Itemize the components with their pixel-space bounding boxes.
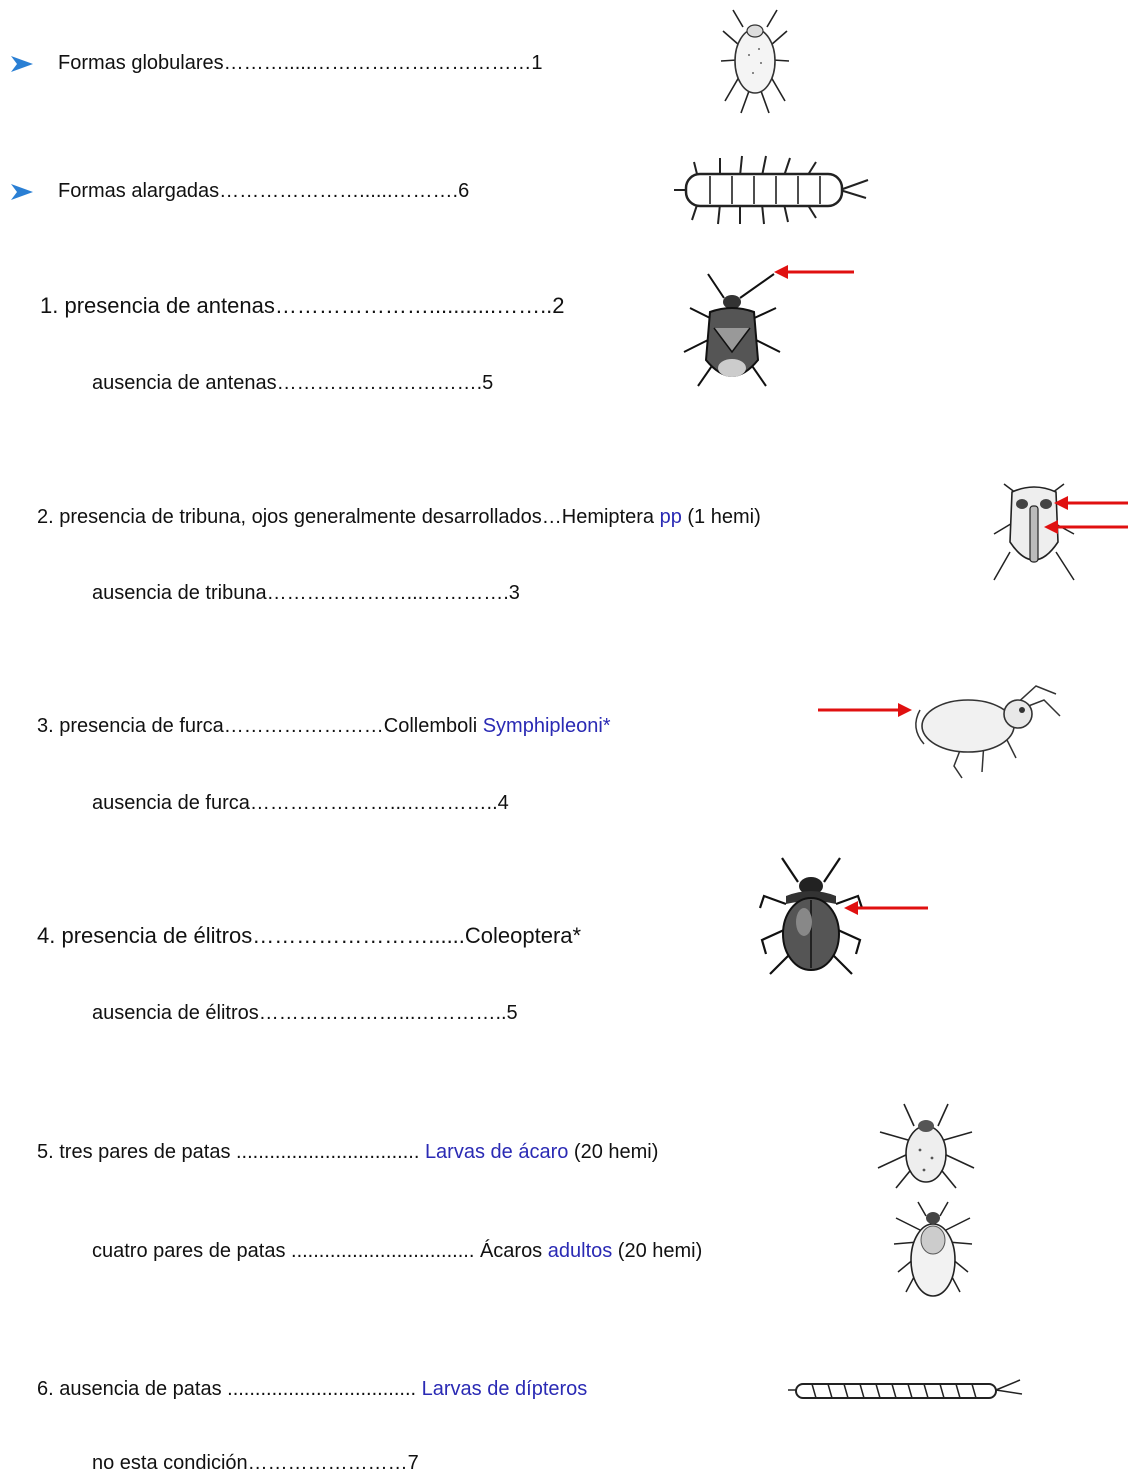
mite-larva-icon	[874, 1100, 978, 1192]
key-line-2a: 2. presencia de tribuna, ojos generalmen…	[37, 505, 761, 529]
beetle-icon	[756, 856, 866, 980]
key-line-6b: no esta condición……………………7	[92, 1451, 419, 1475]
key-line-4a: 4. presencia de élitros……………………......Col…	[37, 924, 581, 948]
diptera-larva-icon	[786, 1376, 1026, 1406]
bullet-arrow-icon	[10, 183, 34, 201]
red-arrow-icon	[1052, 494, 1128, 512]
red-arrow-icon	[816, 700, 914, 720]
key-line-1a: 1. presencia de antenas…………………..........…	[40, 294, 565, 318]
key-line-globular: Formas globulares……….....……………………………1	[58, 51, 543, 75]
red-arrow-icon	[772, 262, 856, 282]
key-line-5a: 5. tres pares de patas .................…	[37, 1140, 658, 1164]
bug-icon	[678, 268, 788, 394]
key-line-3b: ausencia de furca…………………...…………..4	[92, 791, 509, 815]
collembola-icon	[904, 680, 1064, 780]
mite-icon	[715, 5, 795, 115]
springtail-elongated-icon	[668, 150, 873, 228]
key-line-1b: ausencia de antenas………………………….5	[92, 371, 493, 395]
key-line-4b: ausencia de élitros…………………...…………..5	[92, 1001, 518, 1025]
key-line-2b: ausencia de tribuna…………………...………….3	[92, 581, 520, 605]
bullet-arrow-icon	[10, 55, 34, 73]
red-arrow-icon	[1042, 518, 1128, 536]
key-line-6a: 6. ausencia de patas ...................…	[37, 1377, 587, 1401]
key-line-3a: 3. presencia de furca……………………Collemboli …	[37, 714, 611, 738]
key-line-5b: cuatro pares de patas ..................…	[92, 1239, 702, 1263]
key-line-elongated: Formas alargadas…………………......……….6	[58, 179, 469, 203]
tick-adult-icon	[892, 1200, 974, 1304]
red-arrow-icon	[842, 898, 928, 918]
